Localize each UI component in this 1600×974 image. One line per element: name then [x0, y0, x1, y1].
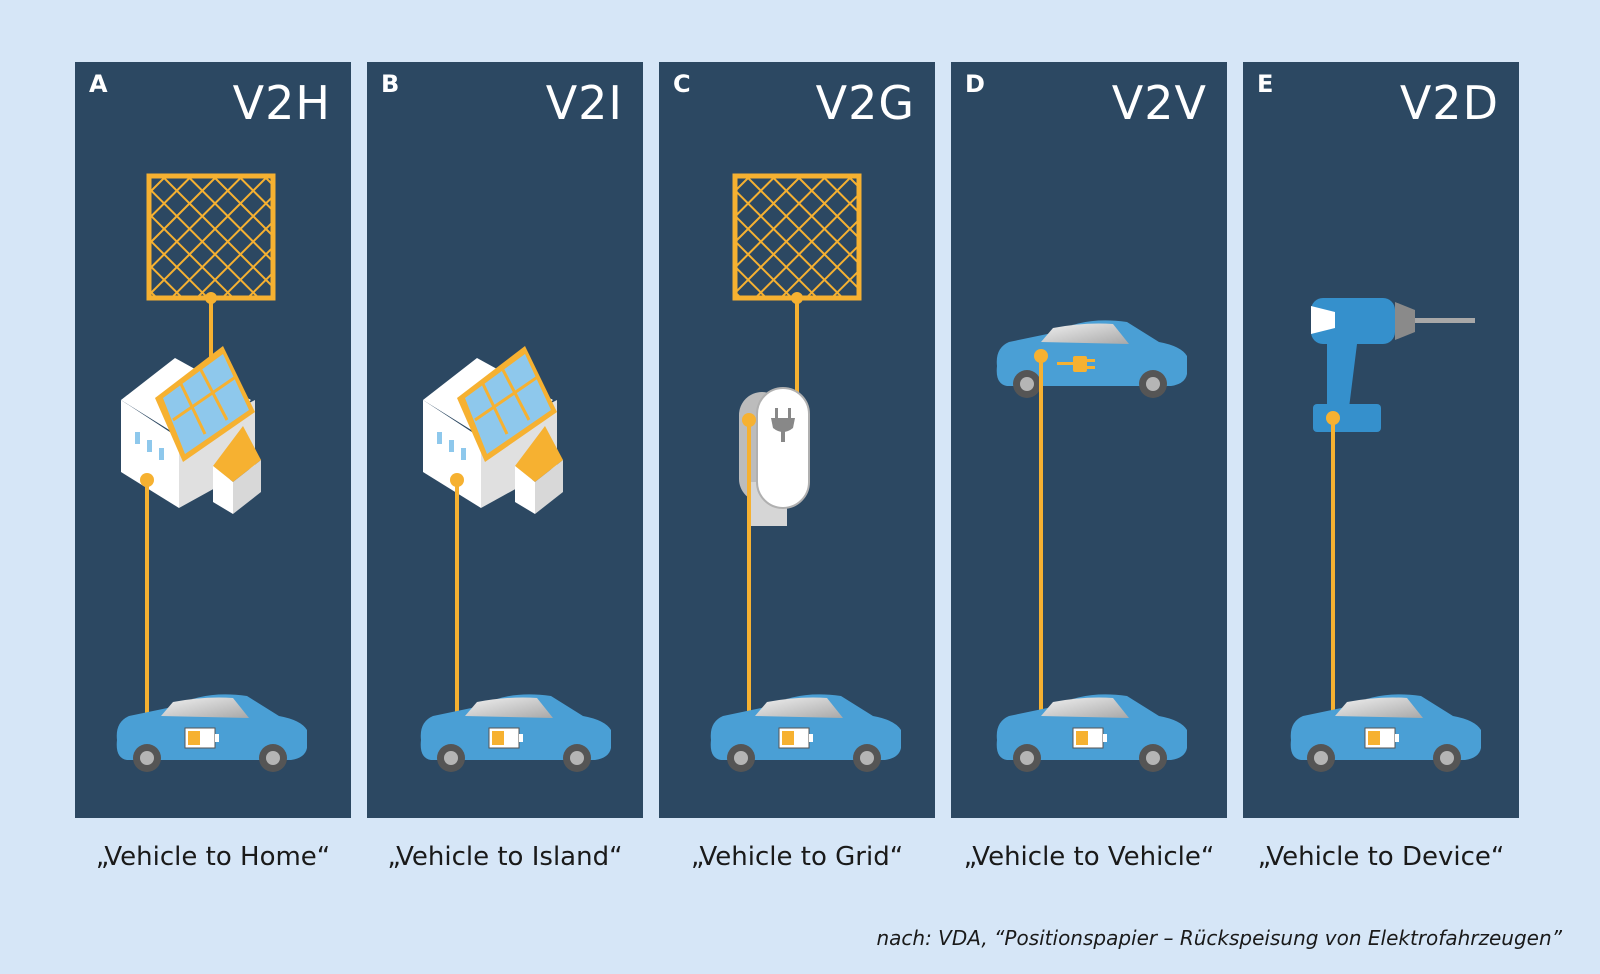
- panel-code: V2V: [1111, 76, 1207, 130]
- panel-v2v: D V2V: [951, 62, 1227, 818]
- source-note: nach: VDA, “Positionspapier – Rückspeisu…: [876, 926, 1562, 950]
- panel-letter: E: [1257, 70, 1274, 98]
- car-icon: [420, 694, 611, 772]
- drill-icon: [1311, 298, 1475, 432]
- house-solar-icon: [121, 346, 261, 514]
- caption-v2d: „Vehicle to Device“: [1257, 842, 1505, 872]
- plug-icon: [1057, 356, 1095, 372]
- grid-mesh-icon: [146, 173, 276, 301]
- car-icon: [1290, 694, 1481, 772]
- panel-code: V2H: [232, 76, 331, 130]
- caption-v2h: „Vehicle to Home“: [95, 842, 331, 872]
- panel-v2d: E V2D: [1243, 62, 1519, 818]
- v2i-illustration: [420, 346, 611, 772]
- panel-v2h: A V2H: [75, 62, 351, 818]
- panel-v2g: C V2G: [659, 62, 935, 818]
- car-icon: [710, 694, 901, 772]
- car-icon: [116, 694, 307, 772]
- grid-mesh-icon: [732, 173, 862, 301]
- car-icon: [996, 320, 1187, 398]
- v2v-illustration: [996, 320, 1187, 772]
- house-solar-icon: [423, 346, 563, 514]
- panel-letter: B: [381, 70, 400, 98]
- panel-code: V2I: [545, 76, 623, 130]
- v2h-illustration: [116, 173, 307, 772]
- battery-icon: [778, 727, 813, 749]
- v2d-illustration: [1290, 298, 1481, 772]
- panel-letter: D: [965, 70, 985, 98]
- battery-icon: [1364, 727, 1399, 749]
- panel-code: V2D: [1399, 76, 1499, 130]
- battery-icon: [184, 727, 219, 749]
- panel-v2i: B V2I: [367, 62, 643, 818]
- battery-icon: [1072, 727, 1107, 749]
- caption-v2i: „Vehicle to Island“: [387, 842, 623, 872]
- panel-letter: A: [89, 70, 108, 98]
- caption-v2v: „Vehicle to Vehicle“: [963, 842, 1215, 872]
- car-icon: [996, 694, 1187, 772]
- plug-icon: [771, 408, 795, 442]
- panel-code: V2G: [815, 76, 915, 130]
- panel-letter: C: [673, 70, 691, 98]
- caption-v2g: „Vehicle to Grid“: [690, 842, 904, 872]
- v2g-illustration: [710, 173, 901, 772]
- battery-icon: [488, 727, 523, 749]
